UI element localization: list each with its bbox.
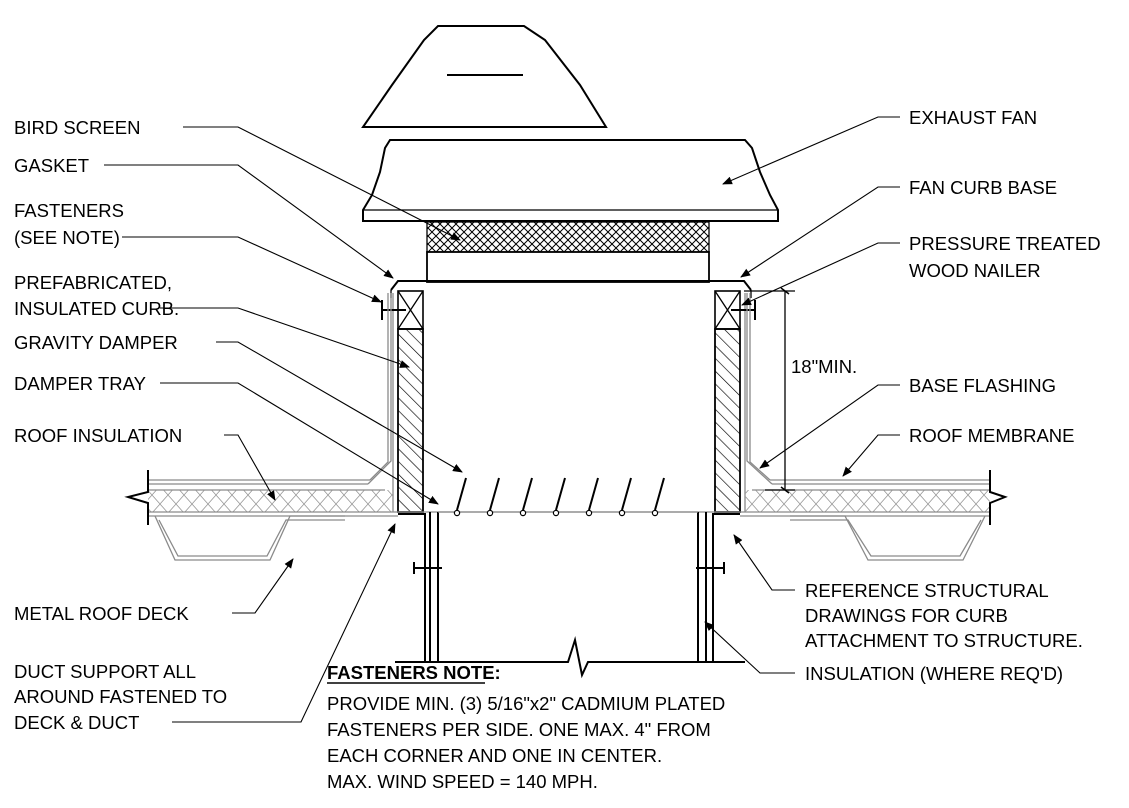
- roof-assembly: [124, 293, 1008, 561]
- leader-metal-roof-deck: [232, 558, 294, 614]
- label-prefab-line1: PREFABRICATED,: [14, 272, 172, 293]
- leader-gravity-damper: [216, 341, 463, 473]
- note-line-1: PROVIDE MIN. (3) 5/16"x2" CADMIUM PLATED: [327, 693, 725, 714]
- leader-roof-membrane: [842, 434, 900, 477]
- label-duct-support-line1: DUCT SUPPORT ALL: [14, 661, 196, 682]
- leader-wood-nailer: [741, 242, 900, 306]
- label-roof-membrane: ROOF MEMBRANE: [909, 425, 1074, 446]
- label-duct-support-line3: DECK & DUCT: [14, 712, 139, 733]
- label-metal-roof-deck: METAL ROOF DECK: [14, 603, 189, 624]
- note-heading: FASTENERS NOTE:: [327, 662, 501, 683]
- label-gasket: GASKET: [14, 155, 89, 176]
- label-bird-screen: BIRD SCREEN: [14, 117, 140, 138]
- fan-base: [426, 251, 710, 283]
- fasteners-note: FASTENERS NOTE: PROVIDE MIN. (3) 5/16"x2…: [327, 662, 725, 792]
- dimension-18-min: 18"MIN.: [744, 287, 857, 494]
- leader-exhaust-fan: [722, 116, 900, 185]
- label-reference-line1: REFERENCE STRUCTURAL: [805, 580, 1049, 601]
- label-duct-support-line2: AROUND FASTENED TO: [14, 686, 227, 707]
- leader-roof-insulation: [224, 434, 276, 501]
- leader-duct-support: [172, 523, 396, 723]
- fastener-left: [381, 300, 406, 320]
- label-prefab-line2: INSULATED CURB.: [14, 298, 179, 319]
- insulated-curb-right: [714, 328, 741, 513]
- leader-prefab-curb: [160, 307, 410, 368]
- leader-insulation-where-reqd: [704, 621, 795, 674]
- note-line-4: MAX. WIND SPEED = 140 MPH.: [327, 771, 598, 792]
- leader-bird-screen: [183, 126, 461, 241]
- label-fasteners-line1: FASTENERS: [14, 200, 124, 221]
- leader-fan-curb-base: [740, 186, 900, 278]
- dimension-label: 18"MIN.: [791, 356, 857, 377]
- label-reference-line3: ATTACHMENT TO STRUCTURE.: [805, 630, 1083, 651]
- leader-damper-tray: [160, 382, 439, 505]
- gravity-damper: [438, 477, 698, 517]
- exhaust-fan: [361, 25, 779, 222]
- label-damper-tray: DAMPER TRAY: [14, 373, 146, 394]
- duct: [395, 512, 745, 679]
- bird-screen: [426, 221, 710, 253]
- leader-reference-structural: [733, 534, 795, 591]
- label-roof-insulation: ROOF INSULATION: [14, 425, 182, 446]
- label-fasteners-line2: (SEE NOTE): [14, 227, 120, 248]
- leader-gasket: [104, 164, 394, 279]
- note-line-3: EACH CORNER AND ONE IN CENTER.: [327, 745, 662, 766]
- label-fan-curb-base: FAN CURB BASE: [909, 177, 1057, 198]
- label-base-flashing: BASE FLASHING: [909, 375, 1056, 396]
- curb: [381, 280, 756, 513]
- label-pressure-treated-line1: PRESSURE TREATED: [909, 233, 1101, 254]
- label-exhaust-fan: EXHAUST FAN: [909, 107, 1037, 128]
- label-pressure-treated-line2: WOOD NAILER: [909, 260, 1041, 281]
- note-line-2: FASTENERS PER SIDE. ONE MAX. 4" FROM: [327, 719, 711, 740]
- fastener-right: [731, 300, 756, 320]
- label-insulation-where-reqd: INSULATION (WHERE REQ'D): [805, 663, 1063, 684]
- label-gravity-damper: GRAVITY DAMPER: [14, 332, 178, 353]
- leader-base-flashing: [759, 384, 900, 469]
- insulated-curb-left: [397, 328, 424, 513]
- leader-fasteners: [122, 236, 382, 303]
- label-reference-line2: DRAWINGS FOR CURB: [805, 605, 1008, 626]
